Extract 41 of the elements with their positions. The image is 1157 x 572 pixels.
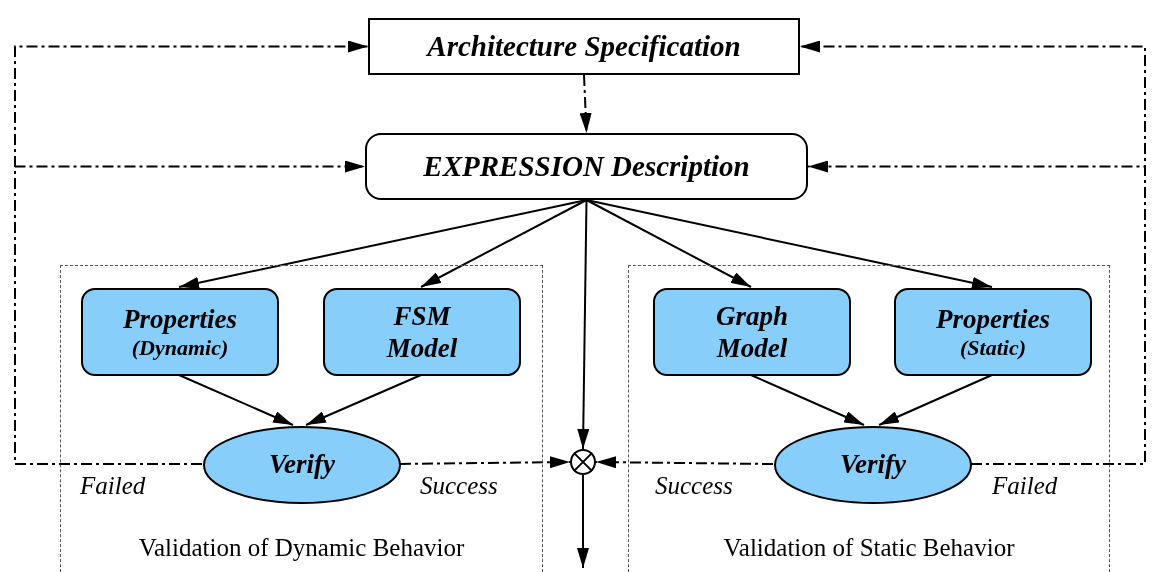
arrow: [579, 74, 592, 134]
description-box: [365, 133, 808, 200]
arrow: [585, 199, 993, 289]
verify-ellipse: [203, 426, 401, 504]
arrow: [878, 374, 993, 426]
arrow: [577, 474, 589, 569]
node-subtitle: (Static): [959, 335, 1027, 361]
node-title: Architecture Specification: [427, 29, 741, 64]
model-box: [323, 288, 521, 376]
arrow: [577, 199, 590, 450]
verify-ellipse: [774, 426, 972, 504]
arrow: [305, 374, 422, 426]
node-title: Properties: [122, 303, 238, 336]
model-box: [653, 288, 851, 376]
arrow: [595, 456, 774, 469]
node-title: Properties: [935, 303, 1051, 336]
arrow: [585, 199, 752, 288]
node-title: EXPRESSION Description: [423, 149, 750, 184]
node-subtitle: (Dynamic): [130, 335, 230, 361]
edge-label: Failed: [80, 472, 146, 500]
node-title: Graph Model: [715, 300, 789, 364]
specification-box: [368, 18, 800, 75]
arrow: [178, 374, 294, 426]
junction-symbol: [570, 449, 596, 475]
group-title: Validation of Static Behavior: [722, 534, 1016, 562]
validation-group: [628, 265, 1110, 572]
node-title: Verify: [269, 449, 335, 481]
model-box: [894, 288, 1092, 376]
arrow: [14, 160, 366, 465]
arrow: [399, 456, 571, 469]
arrow: [420, 199, 588, 288]
arrow: [807, 160, 1146, 465]
validation-group: [60, 265, 543, 572]
model-box: [81, 288, 279, 376]
arrow: [750, 374, 865, 426]
node-title: FSM Model: [385, 300, 459, 364]
edge-label: Success: [420, 472, 498, 500]
group-title: Validation of Dynamic Behavior: [137, 534, 466, 562]
edge-label: Success: [655, 472, 733, 500]
node-title: Verify: [840, 449, 906, 481]
edge-label: Failed: [992, 472, 1058, 500]
